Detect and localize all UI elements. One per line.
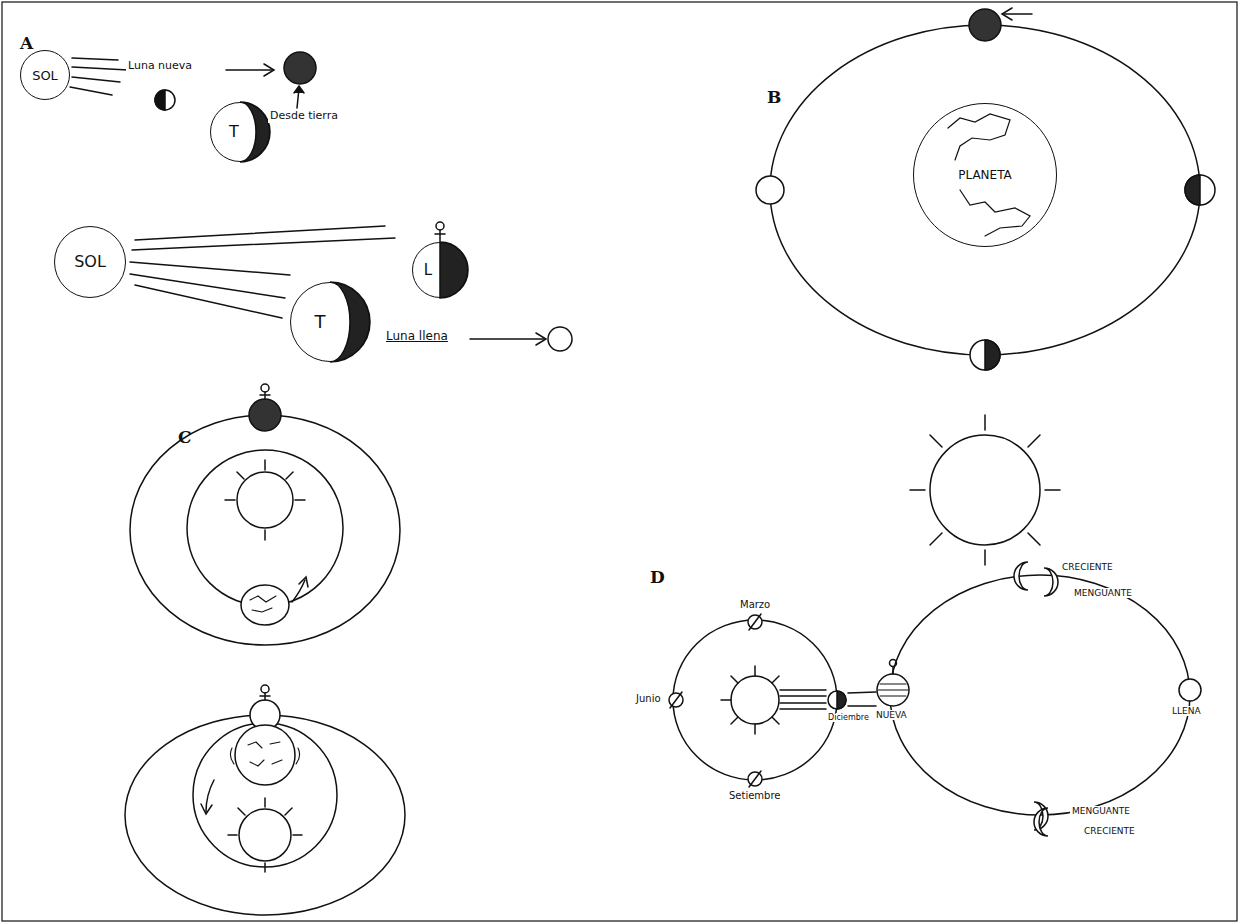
earth-symbol — [828, 691, 846, 709]
sun-rays — [721, 666, 779, 734]
moon-circle: L — [412, 242, 468, 298]
full-moon — [756, 176, 784, 204]
earth-shade — [837, 691, 846, 709]
phase-label: MENGUANTE — [1072, 588, 1134, 598]
node-text: PLANETA — [958, 169, 1012, 181]
phase-label: MENGUANTE — [1070, 806, 1132, 816]
moon-shade — [440, 242, 468, 298]
moon-shade — [1185, 175, 1200, 205]
sun-rays — [70, 58, 128, 95]
sun — [731, 676, 779, 724]
earth-shade — [240, 102, 270, 162]
stick-figure — [260, 384, 270, 399]
orbit — [125, 715, 405, 915]
moon-shade — [985, 340, 1000, 370]
orbit — [673, 620, 837, 780]
node-text: T — [315, 313, 326, 331]
quarter-moon — [970, 340, 1000, 370]
earth — [235, 725, 295, 785]
earth-scribble — [250, 596, 276, 612]
month-label: Junio — [634, 693, 663, 705]
sun-rays — [225, 460, 305, 540]
arrow-head — [264, 64, 274, 76]
new-moon — [284, 52, 316, 84]
quarter-moon — [1185, 175, 1215, 205]
arrow — [292, 580, 305, 602]
planet-circle: PLANETA — [913, 103, 1057, 247]
node-text: T — [229, 124, 239, 140]
earth-scribble — [248, 742, 282, 766]
month-label: Diciembre — [826, 713, 871, 722]
stick-figure — [435, 222, 445, 241]
orbit — [130, 415, 400, 645]
arrow-head — [1002, 8, 1012, 20]
earth-circle: T — [210, 102, 270, 162]
sun — [930, 435, 1040, 545]
arrow — [470, 338, 544, 340]
phase-label: NUEVA — [874, 710, 909, 720]
full-moon — [1179, 679, 1201, 701]
full-moon — [548, 327, 572, 351]
phase-label: LLENA — [1170, 706, 1203, 716]
annotation: Desde tierra — [268, 110, 340, 123]
continents — [948, 114, 1030, 236]
orbit — [770, 25, 1200, 355]
sun — [237, 472, 293, 528]
panel-letter: D — [648, 568, 667, 588]
new-moon — [877, 674, 909, 706]
month-label: Marzo — [738, 599, 772, 611]
annotation: Luna llena — [384, 330, 450, 344]
stick-figure — [260, 685, 270, 700]
crescent-moons — [1014, 562, 1058, 836]
arrow — [226, 69, 272, 71]
node-text: L — [424, 263, 432, 278]
panel-letter: A — [18, 34, 35, 54]
arrow-head — [536, 333, 546, 345]
arrow-head — [201, 804, 212, 814]
panel-letter: B — [765, 88, 783, 108]
arrow — [1004, 13, 1032, 15]
earth-shade — [330, 282, 370, 362]
arrow-head — [299, 577, 308, 587]
moon-shade — [155, 90, 165, 110]
panel-letter: C — [176, 428, 194, 448]
orbit — [890, 575, 1190, 815]
sun-circle: SOL — [20, 50, 70, 100]
node-text: SOL — [74, 254, 106, 270]
new-moon — [249, 399, 281, 431]
sun — [239, 809, 291, 861]
orbit — [193, 723, 337, 867]
stick-figure — [890, 660, 897, 675]
orbit — [187, 450, 343, 606]
earth-circle: T — [290, 282, 370, 362]
arrow-head — [294, 86, 304, 93]
annotation: Luna nueva — [126, 60, 194, 73]
phase-label: CRECIENTE — [1060, 562, 1115, 572]
earth — [241, 585, 289, 625]
sun-beam — [780, 690, 876, 709]
sun-rays — [228, 798, 302, 872]
new-moon — [969, 9, 1001, 41]
sun-circle: SOL — [54, 226, 126, 298]
month-label: Setiembre — [727, 790, 782, 802]
moon-hatch — [878, 684, 908, 696]
node-text: SOL — [32, 69, 58, 82]
moon — [155, 90, 175, 110]
rotation-arrows — [230, 748, 299, 764]
phase-label: CRECIENTE — [1082, 826, 1137, 836]
sun-rays — [910, 415, 1060, 565]
